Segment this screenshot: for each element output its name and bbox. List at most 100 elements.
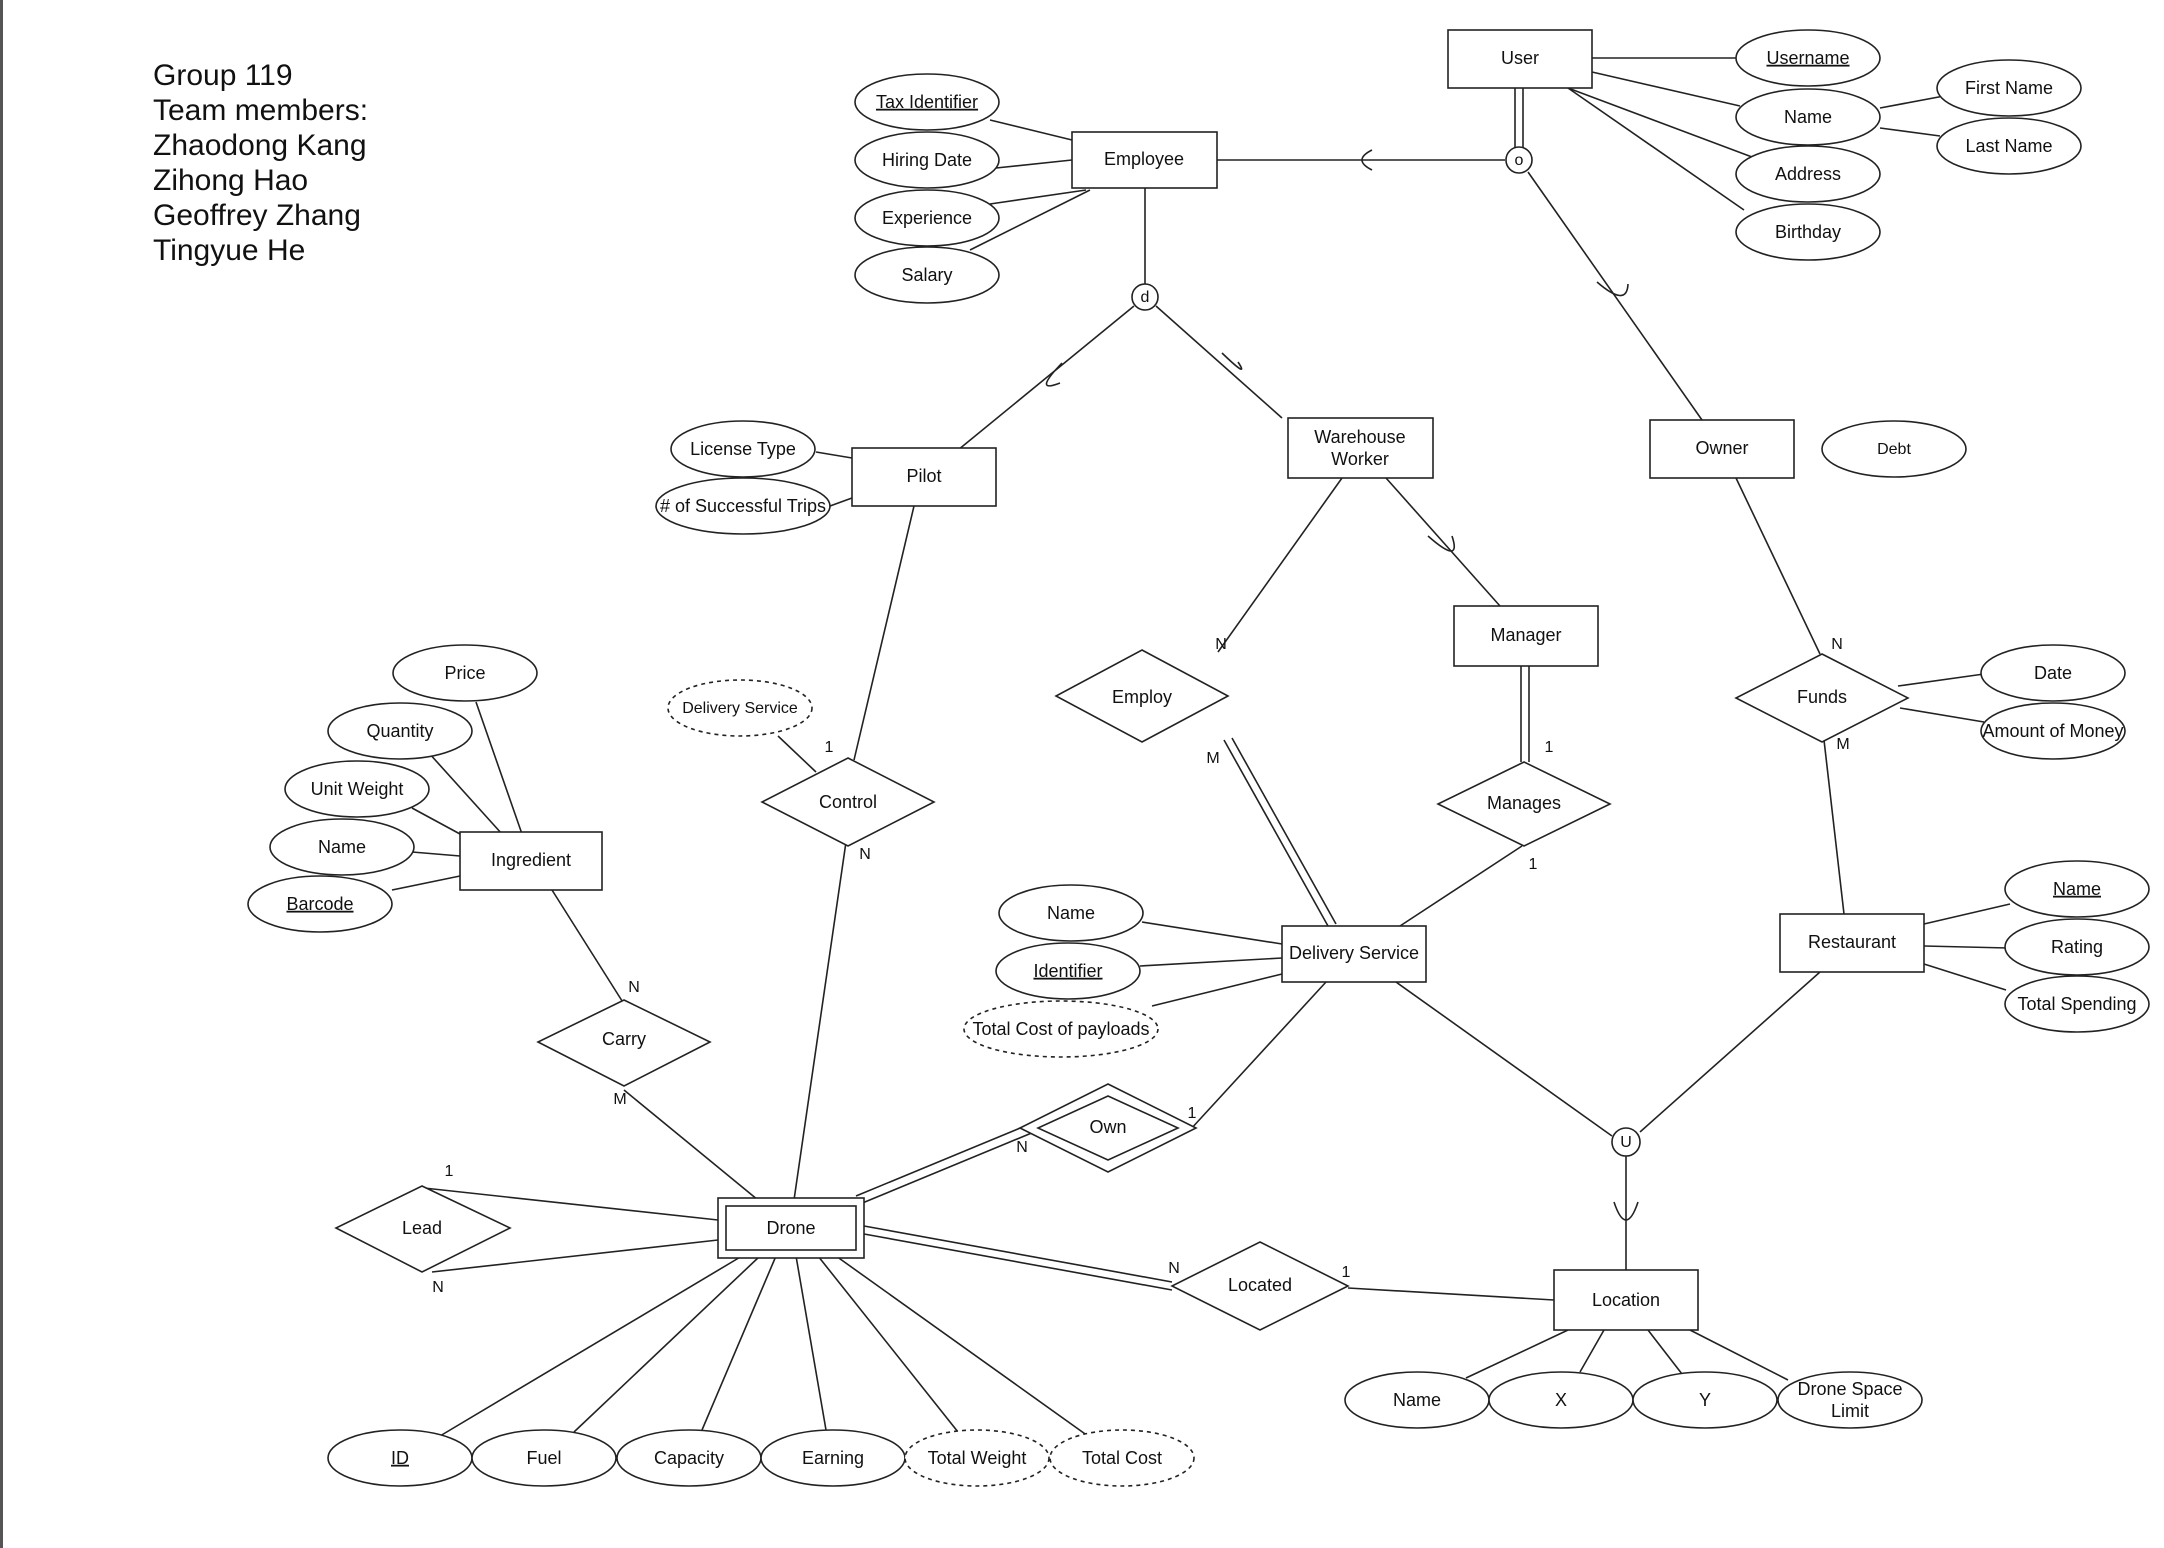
attr-user-address [1735, 145, 1881, 203]
cardinality-label: 1 [1545, 739, 1554, 756]
relationship-funds [1734, 653, 1910, 743]
cardinality-label: 1 [1529, 856, 1538, 873]
attr-employee-tax-identifier [854, 73, 1000, 131]
entity-user-label: User [1501, 48, 1539, 68]
entity-owner-label: Owner [1695, 438, 1748, 458]
attr-funds-amount-label: Amount of Money [1982, 721, 2123, 741]
entity-employee-label: Employee [1104, 149, 1184, 169]
relationship-located-label: Located [1228, 1275, 1292, 1295]
attr-user-name [1735, 88, 1881, 146]
attr-funds-date-label: Date [2034, 663, 2072, 683]
attr-employee-tax-identifier-label: Tax Identifier [876, 92, 978, 112]
attr-ingredient-unit-weight-label: Unit Weight [311, 779, 404, 799]
attr-drone-total-cost-label: Total Cost [1082, 1448, 1162, 1468]
attr-pilot-successful-trips-label: # of Successful Trips [660, 496, 826, 516]
attr-location-drone-space-limit-label: Limit [1831, 1401, 1869, 1421]
attr-drone-capacity-label: Capacity [654, 1448, 724, 1468]
attr-user-first-name [1936, 59, 2082, 117]
attr-drone-total-weight [904, 1429, 1050, 1487]
attr-ingredient-unit-weight [284, 760, 430, 818]
specialization-circle-u [1611, 1127, 1641, 1157]
relationship-carry [536, 999, 712, 1087]
cardinality-label: N [1168, 1260, 1180, 1277]
attr-control-delivery-service-label: Delivery Service [682, 700, 798, 717]
attr-drone-fuel [471, 1429, 617, 1487]
attr-location-drone-space-limit-label: Drone Space [1797, 1379, 1902, 1399]
specialization-o-label: o [1515, 152, 1524, 169]
attr-delivery-service-name [998, 884, 1144, 942]
attr-owner-debt [1821, 420, 1967, 478]
attr-employee-hiring-date [854, 131, 1000, 189]
entity-user [1447, 29, 1593, 89]
attr-restaurant-rating-label: Rating [2051, 937, 2103, 957]
window-left-border [0, 0, 3, 1548]
attr-user-address-label: Address [1775, 164, 1841, 184]
attr-delivery-service-name-label: Name [1047, 903, 1095, 923]
cardinality-label: N [1831, 636, 1843, 653]
relationship-control-label: Control [819, 792, 877, 812]
group-name: Group 119 [153, 59, 293, 92]
attr-employee-experience-label: Experience [882, 208, 972, 228]
team-member: Tingyue He [153, 234, 306, 267]
relationship-funds-label: Funds [1797, 687, 1847, 707]
attr-location-drone-space-limit [1777, 1371, 1923, 1429]
entity-ingredient-label: Ingredient [491, 850, 571, 870]
attr-location-y-label: Y [1699, 1390, 1711, 1410]
relationship-employ-label: Employ [1112, 687, 1172, 707]
entity-owner [1649, 419, 1795, 479]
entity-drone-inner-border [725, 1205, 857, 1251]
entity-manager-label: Manager [1490, 625, 1561, 645]
entity-restaurant-label: Restaurant [1808, 932, 1896, 952]
attr-restaurant-total-spending-label: Total Spending [2017, 994, 2136, 1014]
attr-user-last-name-label: Last Name [1965, 136, 2052, 156]
cardinality-label: 1 [1342, 1264, 1351, 1281]
team-member: Zihong Hao [153, 164, 309, 197]
relationship-lead [334, 1185, 512, 1273]
entity-employee [1071, 131, 1218, 189]
specialization-circle-o [1505, 146, 1533, 174]
relationship-employ [1054, 649, 1230, 743]
attr-drone-earning-label: Earning [802, 1448, 864, 1468]
attr-user-username [1735, 29, 1881, 87]
relationship-located [1170, 1241, 1350, 1331]
attr-employee-salary-label: Salary [901, 265, 952, 285]
relationship-own-inner [1036, 1095, 1180, 1161]
entity-warehouse-worker [1287, 417, 1434, 479]
attr-drone-total-weight-label: Total Weight [928, 1448, 1027, 1468]
attr-ingredient-quantity-label: Quantity [366, 721, 433, 741]
attr-restaurant-total-spending [2004, 975, 2150, 1033]
attr-pilot-license-type-label: License Type [690, 439, 796, 459]
cardinality-label: N [432, 1279, 444, 1296]
team-members-label: Team members: [153, 94, 369, 127]
attr-ingredient-barcode-label: Barcode [286, 894, 353, 914]
relationship-manages [1436, 761, 1612, 847]
attr-funds-date [1980, 644, 2126, 702]
cardinality-label: N [1215, 636, 1227, 653]
entity-restaurant [1779, 913, 1925, 973]
attr-employee-salary [854, 246, 1000, 304]
attr-employee-experience [854, 189, 1000, 247]
relationship-lead-label: Lead [402, 1218, 442, 1238]
attr-ingredient-barcode [247, 875, 393, 933]
attr-delivery-service-total-cost-label: Total Cost of payloads [972, 1019, 1149, 1039]
attr-drone-fuel-label: Fuel [526, 1448, 561, 1468]
attr-ingredient-price [392, 644, 538, 702]
attr-ingredient-name [269, 818, 415, 876]
attr-location-y [1632, 1371, 1778, 1429]
entity-ingredient [459, 831, 603, 891]
entity-drone-label: Drone [766, 1218, 815, 1238]
attr-funds-amount [1980, 702, 2126, 760]
attr-restaurant-rating [2004, 918, 2150, 976]
cardinality-label: N [1016, 1139, 1028, 1156]
entity-warehouse-worker-label: Worker [1331, 449, 1389, 469]
attr-user-birthday [1735, 203, 1881, 261]
attr-location-name-label: Name [1393, 1390, 1441, 1410]
team-member: Geoffrey Zhang [153, 199, 361, 232]
entity-manager [1453, 605, 1599, 667]
attr-drone-id-label: ID [391, 1448, 409, 1468]
attr-delivery-service-total-cost [963, 1000, 1159, 1058]
attr-user-last-name [1936, 117, 2082, 175]
attr-restaurant-name-label: Name [2053, 879, 2101, 899]
cardinality-label: N [859, 846, 871, 863]
